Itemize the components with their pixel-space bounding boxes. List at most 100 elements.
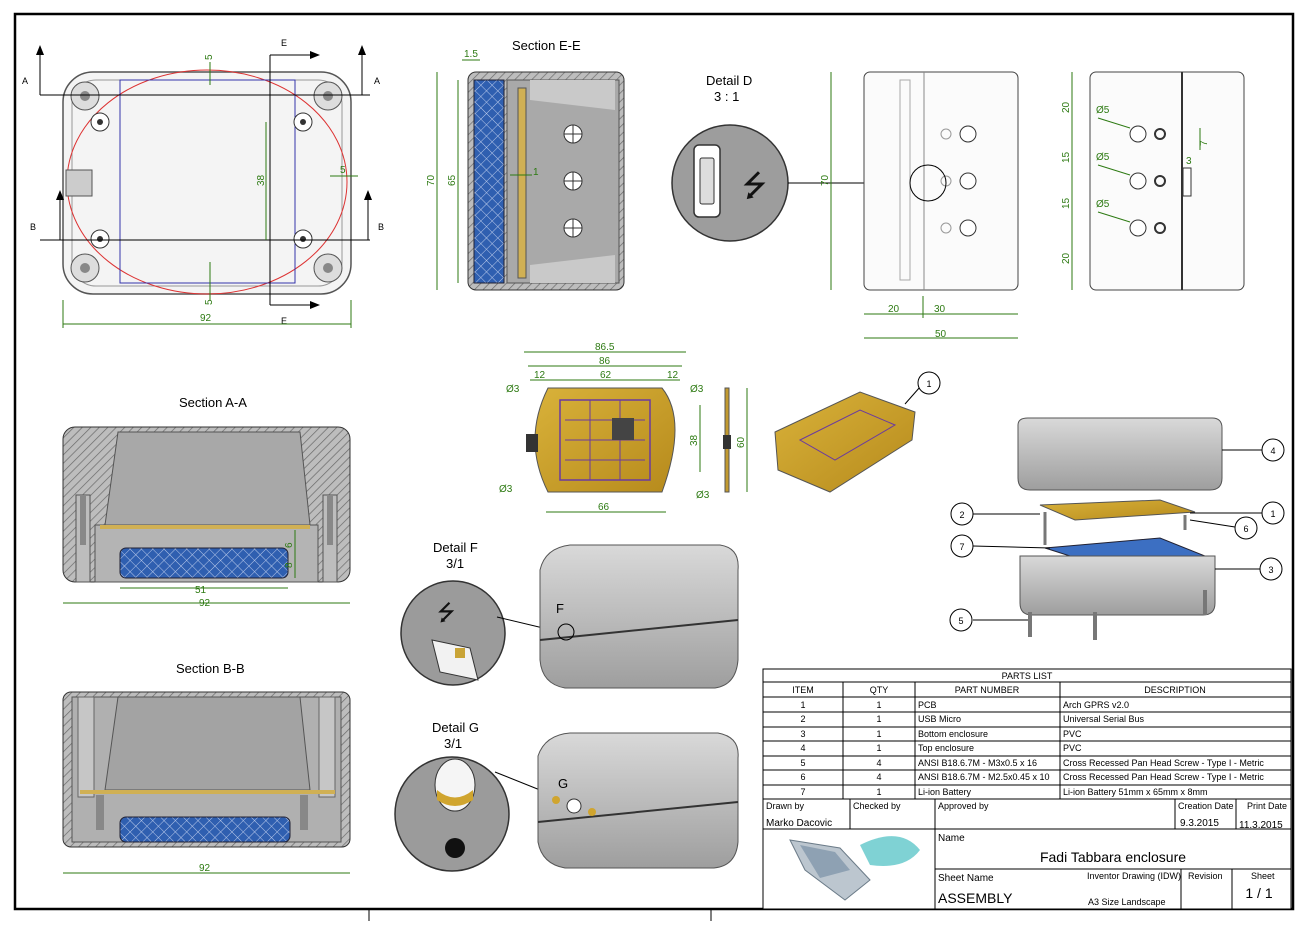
parts-cell: 3 (800, 729, 805, 739)
dim-pcb-d3a: Ø3 (506, 384, 520, 395)
dim-ee-70: 70 (426, 174, 437, 186)
parts-cell: Bottom enclosure (918, 729, 988, 739)
dim-front-30: 30 (934, 304, 946, 315)
parts-cell: ANSI B18.6.7M - M2.5x0.45 x 10 (918, 772, 1050, 782)
pcb-view: 86.5 86 12 62 12 Ø3 Ø3 Ø3 Ø3 38 60 66 (499, 342, 748, 513)
detail-d-view: Detail D 3 : 1 ⭍ D (671, 73, 955, 242)
drawn-by-label: Drawn by (766, 801, 805, 811)
dim-side-20b: 20 (1061, 252, 1072, 264)
dim-side-15b: 15 (1061, 197, 1072, 209)
approved-by-label: Approved by (938, 801, 989, 811)
dim-aa-6: 6 (284, 542, 295, 548)
dim-side-3: 3 (1186, 156, 1192, 167)
balloon-1: 1 (1270, 509, 1275, 519)
print-date: 11.3.2015 (1239, 820, 1283, 831)
dim-front-50: 50 (935, 329, 947, 340)
dim-top-5b: 5 (204, 299, 215, 305)
front-view: 70 20 30 50 (820, 71, 1019, 340)
dim-side-d5a: Ø5 (1096, 105, 1110, 116)
detail-d-scale: 3 : 1 (714, 89, 739, 104)
top-view: A A B B E E 5 5 5 38 92 (22, 38, 384, 328)
sheet-name: ASSEMBLY (938, 890, 1013, 906)
balloon-5: 5 (958, 616, 963, 626)
detail-g-view: Detail G 3/1 G (394, 720, 739, 872)
section-ee-title: Section E-E (512, 38, 581, 53)
dim-front-20: 20 (888, 304, 900, 315)
section-aa-title: Section A-A (179, 395, 247, 410)
parts-cell: ANSI B18.6.7M - M3x0.5 x 16 (918, 758, 1037, 768)
sheet-name-label: Sheet Name (938, 873, 994, 884)
section-marker-a-right: A (374, 76, 380, 86)
dim-ee-1.5: 1.5 (464, 49, 478, 60)
drawing-name: Fadi Tabbara enclosure (1040, 849, 1186, 865)
parts-cell: Li-ion Battery (918, 787, 972, 797)
balloon-6: 6 (1243, 524, 1248, 534)
detail-d-title: Detail D (706, 73, 752, 88)
print-date-label: Print Date (1247, 801, 1287, 811)
parts-cell: 7 (800, 787, 805, 797)
title-block: Drawn by Marko Dacovic Checked by Approv… (762, 798, 1292, 910)
dim-side-d5b: Ø5 (1096, 152, 1110, 163)
parts-header-description: DESCRIPTION (1144, 685, 1206, 695)
detail-f-scale: 3/1 (446, 556, 464, 571)
dim-aa-92: 92 (199, 598, 211, 609)
detail-f-marker: F (556, 601, 564, 616)
side-view: 20 15 15 20 Ø5 Ø5 Ø5 7 3 (1061, 71, 1245, 291)
dim-side-15a: 15 (1061, 151, 1072, 163)
parts-cell: 2 (800, 714, 805, 724)
parts-cell: 1 (876, 743, 881, 753)
detail-f-view: Detail F 3/1 ⭍ F (400, 540, 739, 689)
balloon-4: 4 (1270, 446, 1275, 456)
creation-date: 9.3.2015 (1180, 818, 1219, 829)
section-marker-e-bottom: E (281, 316, 287, 326)
dim-side-20a: 20 (1061, 101, 1072, 113)
dim-pcb-d3d: Ø3 (696, 490, 710, 501)
section-aa-view: Section A-A 51 92 6 8 (62, 395, 351, 609)
parts-cell: 4 (800, 743, 805, 753)
parts-cell: 4 (876, 772, 881, 782)
dim-pcb-d3b: Ø3 (690, 384, 704, 395)
parts-header-item: ITEM (792, 685, 814, 695)
parts-cell: Cross Recessed Pan Head Screw - Type I -… (1063, 758, 1264, 768)
section-marker-e-top: E (281, 38, 287, 48)
parts-header-qty: QTY (870, 685, 889, 695)
section-bb-title: Section B-B (176, 661, 245, 676)
usb-icon: ⭍ (742, 170, 767, 203)
creation-date-label: Creation Date (1178, 801, 1234, 811)
balloon-2: 2 (959, 510, 964, 520)
section-ee-view: Section E-E 1.5 70 65 1 (426, 38, 625, 291)
parts-cell: 5 (800, 758, 805, 768)
balloon-3: 3 (1268, 565, 1273, 575)
parts-cell: 1 (876, 729, 881, 739)
drawn-by: Marko Dacovic (766, 818, 832, 829)
dim-side-d5c: Ø5 (1096, 199, 1110, 210)
name-label: Name (938, 833, 965, 844)
revision-label: Revision (1188, 871, 1223, 881)
dim-top-92: 92 (200, 313, 212, 324)
parts-cell: Cross Recessed Pan Head Screw - Type I -… (1063, 772, 1264, 782)
dim-pcb-38: 38 (689, 434, 700, 446)
company-logo (789, 836, 920, 901)
pcb-isometric (774, 386, 921, 493)
dim-top-5c: 5 (340, 165, 346, 176)
parts-list-title: PARTS LIST (1002, 671, 1053, 681)
dim-pcb-60: 60 (736, 436, 747, 448)
dim-top-5a: 5 (204, 54, 215, 60)
sheet-border (13, 12, 1295, 911)
parts-header-part-number: PART NUMBER (955, 685, 1020, 695)
doc-type: Inventor Drawing (IDW) (1087, 871, 1181, 881)
balloon-7: 7 (959, 542, 964, 552)
section-marker-b-right: B (378, 222, 384, 232)
parts-cell: Arch GPRS v2.0 (1063, 700, 1129, 710)
section-bb-view: Section B-B 92 (62, 661, 351, 874)
dim-aa-8: 8 (284, 562, 295, 568)
parts-cell: PVC (1063, 729, 1082, 739)
dim-side-7: 7 (1199, 140, 1210, 146)
dim-front-70: 70 (820, 174, 831, 186)
parts-cell: USB Micro (918, 714, 961, 724)
parts-cell: 6 (800, 772, 805, 782)
sheet-number: 1 / 1 (1245, 885, 1272, 901)
